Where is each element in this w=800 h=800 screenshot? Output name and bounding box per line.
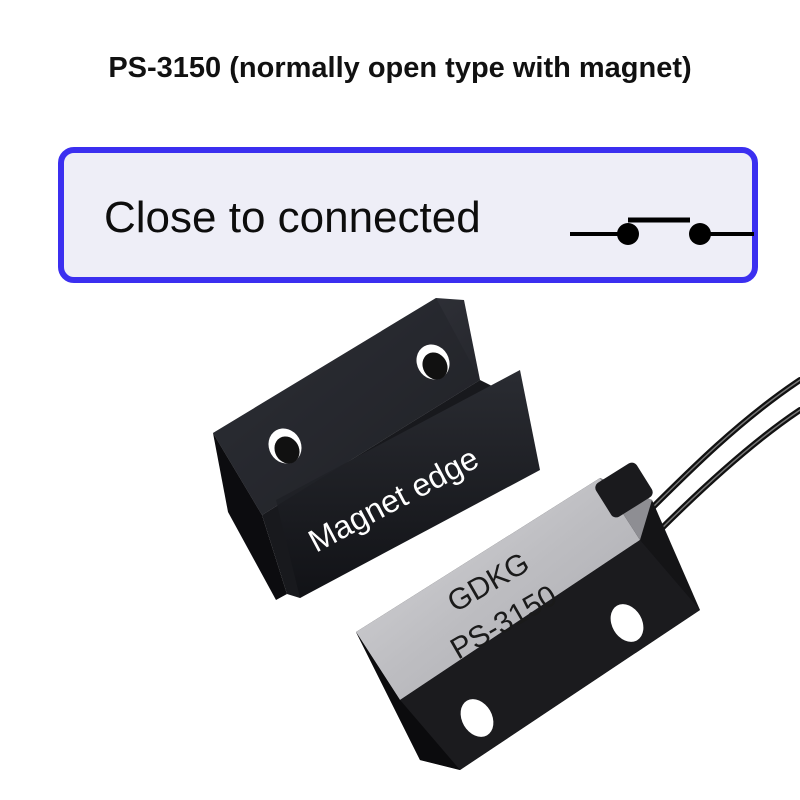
product-photo: Magnet edge GDKG PS-3150	[213, 298, 800, 770]
sensor-wires	[637, 377, 800, 538]
reed-sensor: GDKG PS-3150	[356, 462, 700, 770]
page-title: PS-3150 (normally open type with magnet)	[108, 52, 692, 84]
normally-open-switch-symbol-icon	[570, 217, 754, 245]
magnet-block: Magnet edge	[213, 298, 540, 600]
banner-text: Close to connected	[104, 193, 481, 242]
banner: Close to connected	[58, 147, 758, 283]
